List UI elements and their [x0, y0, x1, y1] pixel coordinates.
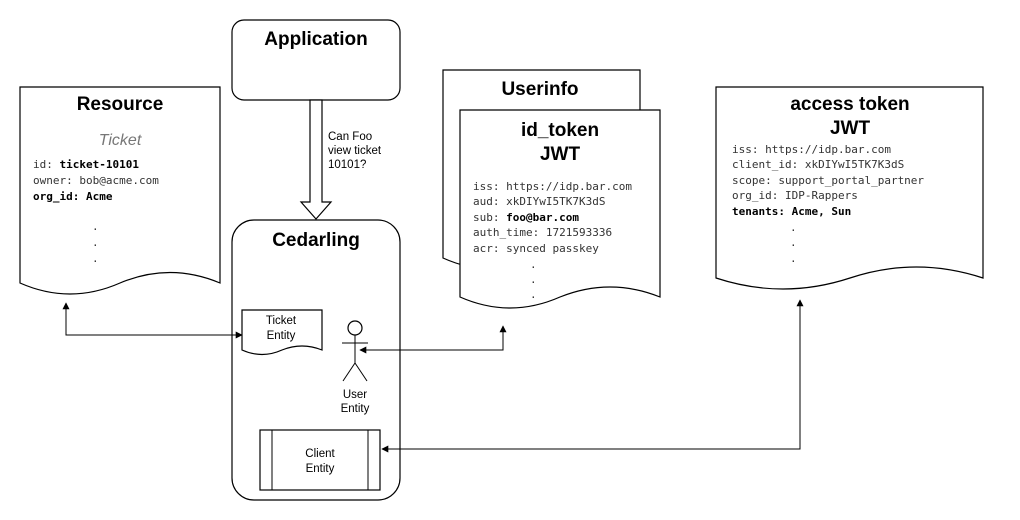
query-label: Can Foo view ticket 10101?: [328, 131, 382, 171]
access-token-document: access token JWT iss: https://idp.bar.co…: [715, 86, 984, 290]
resource-ticket-connector: [62, 302, 243, 339]
query-line-3: 10101?: [328, 159, 366, 171]
id-token-sub: sub: foo@bar.com: [473, 211, 579, 224]
id-token-acr: acr: synced passkey: [473, 242, 599, 255]
query-line-2: view ticket: [328, 145, 382, 157]
ellipsis-dot: .: [530, 273, 537, 286]
resource-document: Resource Ticket id: ticket-10101 owner: …: [19, 86, 221, 295]
access-token-tenants: tenants: Acme, Sun: [732, 205, 851, 218]
access-token-iss: iss: https://idp.bar.com: [732, 143, 891, 156]
id-token-title: id_token: [521, 120, 599, 141]
access-token-scope: scope: support_portal_partner: [732, 174, 924, 187]
client-entity-line-1: Client: [305, 448, 335, 460]
resource-subtitle: Ticket: [99, 132, 142, 149]
access-token-subtitle: JWT: [830, 118, 871, 139]
application-title: Application: [264, 29, 367, 50]
ellipsis-dot: .: [790, 236, 797, 249]
ticket-entity: Ticket Entity: [241, 309, 323, 356]
ellipsis-dot: .: [92, 220, 99, 233]
client-entity-line-2: Entity: [306, 463, 335, 475]
id-token-auth-time: auth_time: 1721593336: [473, 226, 612, 239]
user-entity-line-2: Entity: [341, 403, 370, 415]
ellipsis-dot: .: [92, 252, 99, 265]
resource-id: id: ticket-10101: [33, 158, 139, 171]
ticket-entity-line-2: Entity: [267, 330, 296, 342]
access-token-client-id: client_id: xkDIYwI5TK7K3dS: [732, 158, 904, 171]
query-line-1: Can Foo: [328, 131, 372, 143]
ellipsis-dot: .: [92, 236, 99, 249]
access-token-title: access token: [790, 94, 909, 115]
access-token-org-id: org_id: IDP-Rappers: [732, 189, 858, 202]
person-icon: [342, 320, 368, 382]
id-token-subtitle: JWT: [540, 144, 581, 165]
resource-org-id: org_id: Acme: [33, 190, 113, 203]
id-token-iss: iss: https://idp.bar.com: [473, 180, 632, 193]
id-token-document: id_token JWT iss: https://idp.bar.com au…: [459, 109, 661, 309]
ellipsis-dot: .: [530, 288, 537, 301]
user-entity: User Entity: [341, 320, 370, 415]
resource-title: Resource: [77, 94, 164, 115]
cedarling-title: Cedarling: [272, 230, 360, 251]
user-entity-line-1: User: [343, 389, 367, 401]
userinfo-title: Userinfo: [501, 79, 578, 100]
ellipsis-dot: .: [790, 221, 797, 234]
accesstoken-client-connector: [381, 299, 804, 453]
application-box: Application: [231, 19, 401, 101]
ticket-entity-line-1: Ticket: [266, 315, 297, 327]
client-entity: Client Entity: [259, 429, 381, 491]
ellipsis-dot: .: [790, 252, 797, 265]
request-arrow: [299, 99, 333, 220]
ellipsis-dot: .: [530, 258, 537, 271]
id-token-aud: aud: xkDIYwI5TK7K3dS: [473, 195, 605, 208]
resource-owner: owner: bob@acme.com: [33, 174, 159, 187]
